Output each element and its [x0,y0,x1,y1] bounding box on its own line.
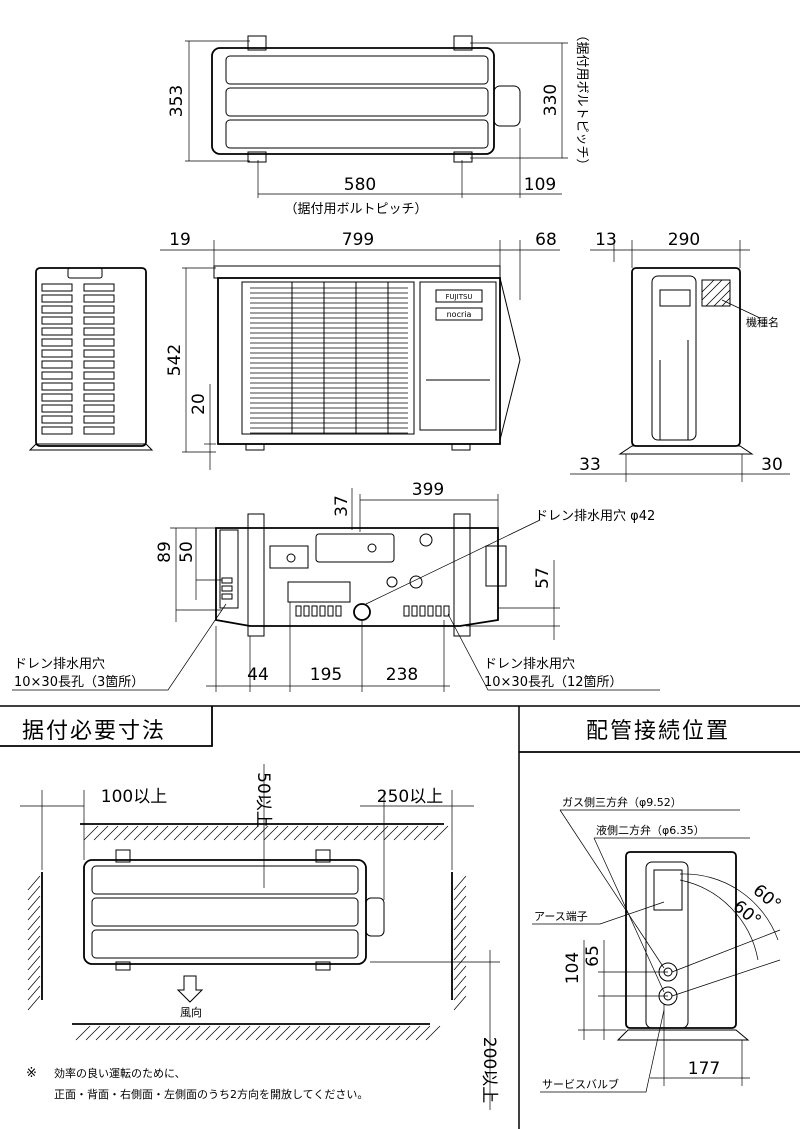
top-bolt-width-dim: 580 [344,175,376,195]
install-note-2: 正面・背面・右側面・左側面のうち2方向を開放してください。 [54,1087,368,1101]
front-view: FUJITSU nocria 19 799 68 542 20 [160,230,560,470]
front-foot-dim: 20 [189,393,209,415]
drain-hole-label: ドレン排水用穴 φ42 [535,509,655,524]
wind-arrow-icon [176,975,204,1003]
bottom-57-dim: 57 [533,567,553,589]
drain-left-label-1: ドレン排水用穴 [14,657,105,672]
bottom-view: 399 37 ドレン排水用穴 φ42 89 50 57 44 195 238 ド… [12,480,660,692]
piping-177-dim: 177 [688,1059,720,1079]
install-front-dim: 200以上 [479,1037,499,1103]
install-top-dim: 50以上 [253,772,273,828]
side-depth-dim: 290 [668,230,700,250]
piping-position-section: 配管接続位置 60° 60° ガス側三方弁（φ9.52） 液側二方弁（φ6.35… [532,719,785,1093]
front-right-dim: 68 [535,230,557,250]
piping-title: 配管接続位置 [586,719,730,744]
piping-104-dim: 104 [563,952,583,984]
side-left-dim: 13 [595,230,617,250]
top-view: 353 330 （据付用ボルトピッチ） 580 109 （据付用ボルトピッチ） [167,28,589,217]
bottom-195-dim: 195 [310,665,342,685]
front-left-dim: 19 [169,230,191,250]
top-bolt-depth-dim: 330 [541,84,561,116]
side-foot-right-dim: 30 [761,455,783,475]
liquid-valve-label: 液側二方弁（φ6.35） [596,823,705,837]
bottom-44-dim: 44 [247,665,269,685]
front-width-dim: 799 [342,230,374,250]
drain-right-label-1: ドレン排水用穴 [484,657,575,672]
install-clearance-section: 据付必要寸法 100以上 50以上 250以上 200以上 風向 ※ [20,719,500,1110]
left-side-view [28,267,154,451]
service-valve-label: サービスバルブ [542,1077,619,1091]
wind-direction-label: 風向 [180,1005,202,1019]
drain-right-label-2: 10×30長孔（12箇所） [484,674,623,690]
install-title: 据付必要寸法 [22,719,166,744]
gas-valve-label: ガス側三方弁（φ9.52） [562,795,682,809]
right-side-view: 機種名 13 290 33 30 [570,230,790,482]
brand-bottom: nocria [447,310,472,319]
top-offset-dim: 109 [524,175,556,195]
side-foot-left-dim: 33 [579,455,601,475]
model-plate [701,279,731,307]
bottom-89-dim: 89 [155,541,175,563]
note-mark: ※ [26,1066,37,1081]
install-right-dim: 250以上 [377,787,443,807]
earth-terminal-label: アース端子 [534,910,588,923]
bottom-50-dim: 50 [177,541,197,563]
install-left-dim: 100以上 [101,787,167,807]
bottom-238-dim: 238 [386,665,418,685]
model-name-label: 機種名 [746,315,779,329]
brand-top: FUJITSU [445,293,472,301]
bottom-37-dim: 37 [332,495,352,517]
top-bolt-pitch-vertical: （据付用ボルトピッチ） [574,28,589,171]
drain-hole-42 [353,603,371,621]
drain-left-label-2: 10×30長孔（3箇所） [14,674,144,690]
top-bolt-pitch-note: （据付用ボルトピッチ） [284,202,427,217]
piping-65-dim: 65 [583,945,603,967]
install-note-1: 効率の良い運転のために、 [54,1066,186,1080]
front-height-dim: 542 [165,344,185,376]
bottom-399-dim: 399 [412,480,444,500]
top-depth-dim: 353 [167,85,187,117]
